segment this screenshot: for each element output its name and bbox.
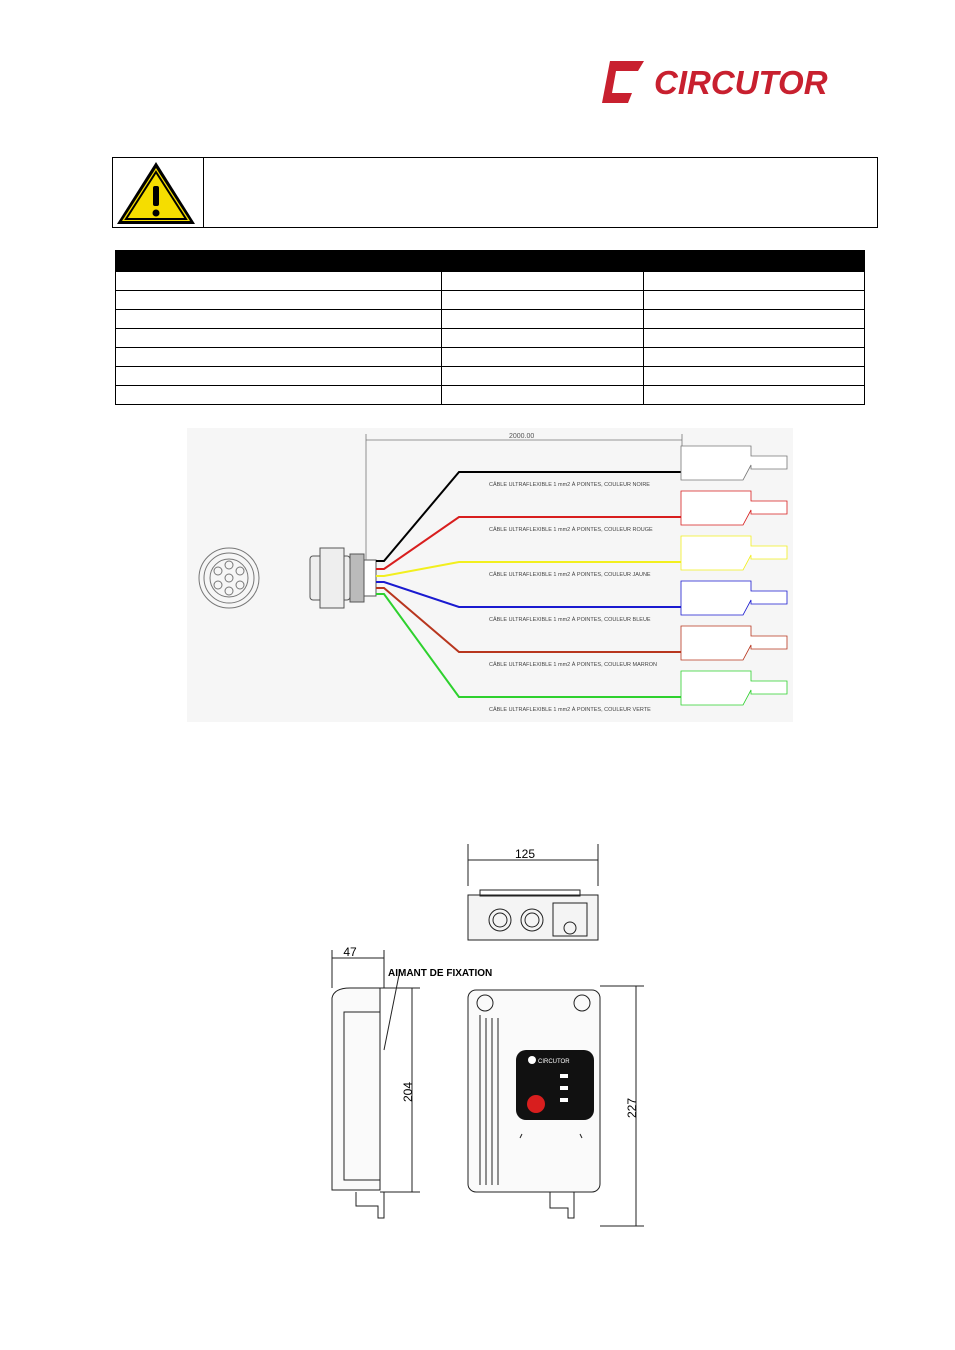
table-cell — [643, 328, 865, 348]
table-cell — [643, 290, 865, 310]
table-cell — [440, 347, 645, 367]
table-row — [115, 271, 865, 291]
length-label: 2000.00 — [509, 433, 534, 440]
table-header-cell — [643, 250, 865, 272]
table-cell — [440, 290, 645, 310]
table-cell — [643, 309, 865, 329]
cable-wire: CÂBLE ULTRAFLEXIBLE 1 mm2 À POINTES, COU… — [376, 535, 788, 578]
cable-tip — [680, 490, 788, 526]
cable-drawing: 2000.00 CÂBLE ULTRAFLEXIBLE 1 mm2 À POIN… — [187, 428, 793, 722]
device-side-view — [331, 950, 420, 1219]
cable-tip — [680, 670, 788, 706]
dimension-height-front: 227 — [625, 1098, 639, 1118]
table-row — [115, 347, 865, 367]
cable-wire: CÂBLE ULTRAFLEXIBLE 1 mm2 À POINTES, COU… — [376, 490, 788, 570]
connector-side-view — [309, 547, 377, 609]
connector-front-view — [198, 547, 260, 609]
table-cell — [440, 366, 645, 386]
table-cell — [643, 347, 865, 367]
connection-table — [115, 250, 865, 405]
table-cell — [440, 385, 645, 405]
table-cell — [115, 290, 442, 310]
cable-tip — [680, 445, 788, 481]
table-cell — [643, 385, 865, 405]
device-dimensions-drawing: 125 47 AIMANT DE FIXATION 204 CIRCUTOR — [331, 844, 644, 1227]
table-cell — [115, 385, 442, 405]
cable-label: CÂBLE ULTRAFLEXIBLE 1 mm2 À POINTES, COU… — [489, 616, 651, 623]
circutor-logo-text: CIRCUTOR — [654, 64, 828, 101]
cable-line — [376, 561, 681, 577]
device-top-view — [467, 844, 599, 941]
cable-line — [376, 581, 681, 608]
table-cell — [115, 366, 442, 386]
cable-line — [376, 587, 681, 653]
table-cell — [115, 328, 442, 348]
device-front-panel: CIRCUTOR — [516, 1050, 594, 1120]
table-row — [115, 328, 865, 348]
table-cell — [115, 347, 442, 367]
cable-label: CÂBLE ULTRAFLEXIBLE 1 mm2 À POINTES, COU… — [489, 661, 657, 668]
cable-label: CÂBLE ULTRAFLEXIBLE 1 mm2 À POINTES, COU… — [489, 571, 651, 578]
table-cell — [115, 309, 442, 329]
cable-wire: CÂBLE ULTRAFLEXIBLE 1 mm2 À POINTES, COU… — [376, 445, 788, 562]
table-cell — [115, 271, 442, 291]
table-header-cell — [115, 250, 442, 272]
table-cell — [440, 271, 645, 291]
table-cell — [440, 328, 645, 348]
dimension-height-side: 204 — [401, 1082, 415, 1102]
cable-line — [376, 593, 681, 698]
table-header-cell — [440, 250, 645, 272]
circutor-logo: CIRCUTOR — [602, 61, 828, 103]
table-row — [115, 290, 865, 310]
cable-tip — [680, 580, 788, 616]
warning-box — [112, 157, 878, 228]
circutor-logo-mark — [602, 61, 644, 103]
cable-line — [376, 516, 681, 570]
dimension-depth: 47 — [343, 945, 357, 959]
table-cell — [440, 309, 645, 329]
table-row — [115, 385, 865, 405]
cable-wire: CÂBLE ULTRAFLEXIBLE 1 mm2 À POINTES, COU… — [376, 593, 788, 713]
cable-label: CÂBLE ULTRAFLEXIBLE 1 mm2 À POINTES, COU… — [489, 481, 650, 488]
cable-label: CÂBLE ULTRAFLEXIBLE 1 mm2 À POINTES, COU… — [489, 526, 653, 533]
table-cell — [643, 366, 865, 386]
cable-label: CÂBLE ULTRAFLEXIBLE 1 mm2 À POINTES, COU… — [489, 706, 651, 713]
cable-wire: CÂBLE ULTRAFLEXIBLE 1 mm2 À POINTES, COU… — [376, 580, 788, 623]
warning-triangle-icon — [117, 162, 195, 224]
cable-tip — [680, 625, 788, 661]
table-cell — [643, 271, 865, 291]
table-header-row — [115, 250, 865, 272]
cable-line — [376, 471, 681, 562]
magnet-label: AIMANT DE FIXATION — [388, 968, 492, 979]
length-dimension — [365, 434, 683, 560]
dimension-width: 125 — [515, 847, 535, 861]
table-row — [115, 366, 865, 386]
warning-icon-cell — [113, 158, 204, 227]
cable-wire: CÂBLE ULTRAFLEXIBLE 1 mm2 À POINTES, COU… — [376, 587, 788, 668]
table-row — [115, 309, 865, 329]
panel-brand-text: CIRCUTOR — [538, 1059, 570, 1065]
cable-tip — [680, 535, 788, 571]
